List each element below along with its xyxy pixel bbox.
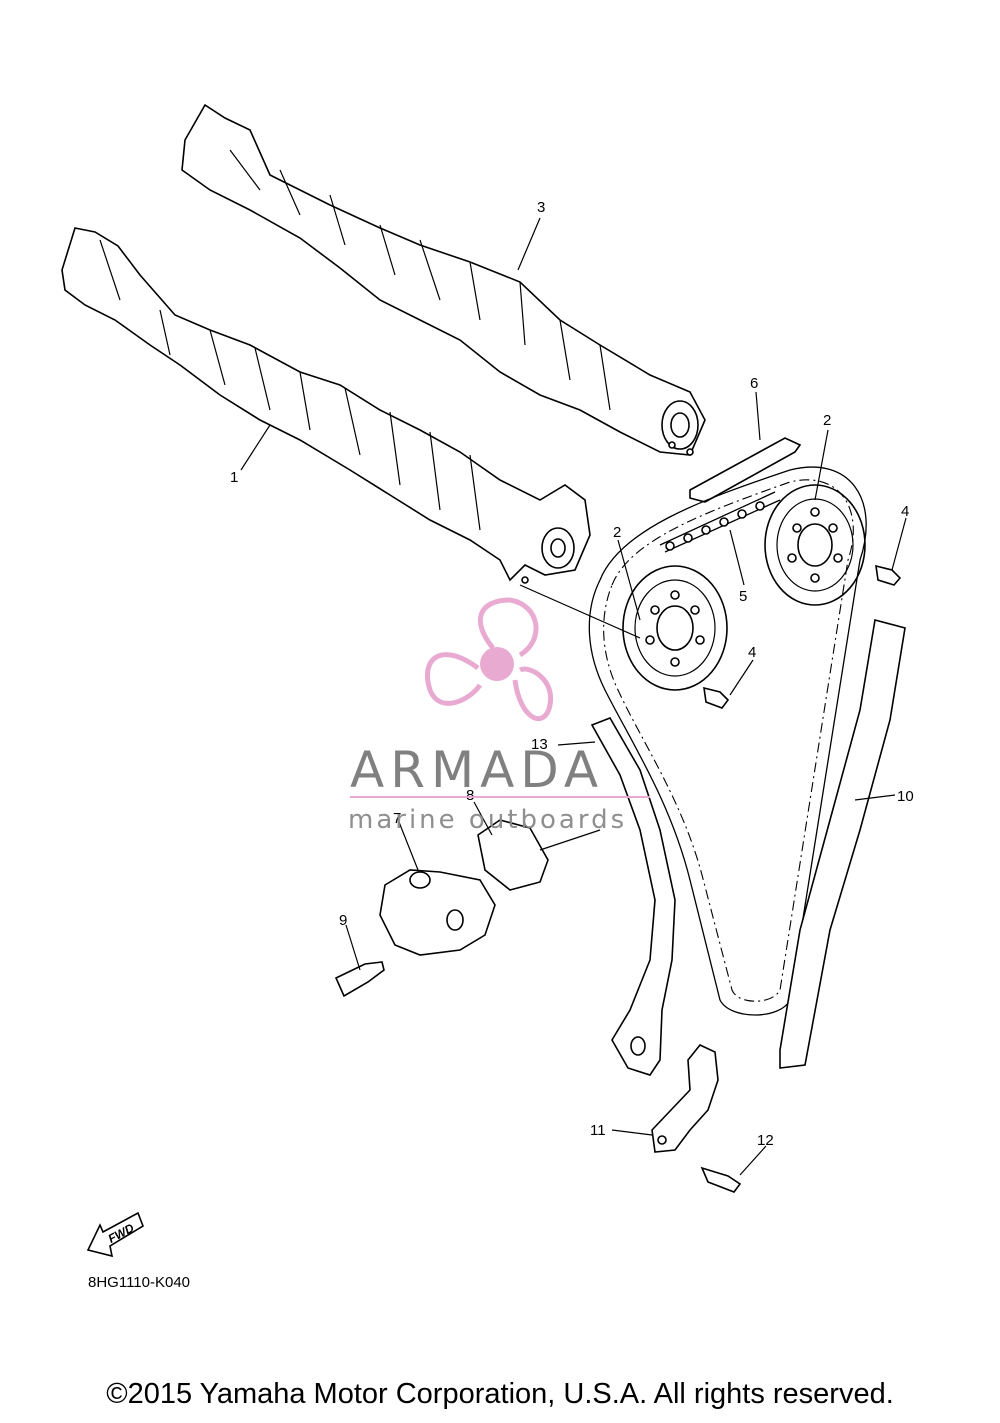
timing-chain-centerline (603, 479, 854, 1002)
timing-chain (588, 466, 867, 1016)
sprocket-2-upper (764, 484, 866, 606)
callout-11: 11 (590, 1122, 606, 1139)
callout-4: 4 (901, 503, 909, 520)
chain-guide-10 (779, 619, 906, 1069)
camshaft-1 (61, 227, 591, 584)
camshaft-3 (181, 103, 706, 456)
bolt-4-upper (875, 564, 902, 586)
callout-4: 4 (748, 644, 756, 661)
callout-12: 12 (757, 1132, 774, 1149)
callout-8: 8 (466, 787, 474, 804)
chain-segment-5 (659, 491, 781, 553)
bolt-9 (334, 961, 385, 998)
callout-6: 6 (750, 375, 758, 392)
fwd-arrow: FWD (86, 1211, 144, 1258)
tensioner-7 (379, 869, 496, 956)
callout-2: 2 (823, 412, 831, 429)
callout-2: 2 (613, 524, 621, 541)
leader-lines (240, 217, 907, 1176)
chain-guide-6 (689, 437, 802, 503)
tensioner-guide-pivot (630, 1036, 646, 1056)
callout-10: 10 (897, 788, 914, 805)
watermark-subtitle: marine outboards (348, 805, 627, 835)
callout-3: 3 (537, 199, 545, 216)
gasket-8 (477, 819, 549, 891)
callout-7: 7 (393, 810, 401, 827)
callout-5: 5 (739, 588, 747, 605)
bracket-11 (651, 1044, 719, 1153)
callout-labels: 1 2 2 3 4 4 5 6 7 8 9 10 11 12 13 (230, 199, 914, 1149)
callout-1: 1 (230, 469, 238, 486)
callout-9: 9 (339, 912, 347, 929)
watermark-title: ARMADA (350, 741, 604, 799)
tensioner-guide-13 (590, 717, 676, 1076)
propeller-hub (480, 647, 514, 681)
diagram-code: 8HG1110-K040 (88, 1274, 190, 1291)
sprocket-2-lower (622, 565, 728, 691)
callout-13: 13 (531, 736, 548, 753)
bolt-4-lower (703, 686, 730, 709)
armada-logo: ARMADA marine outboards (348, 597, 650, 835)
propeller-icon (424, 597, 554, 722)
copyright-notice: ©2015 Yamaha Motor Corporation, U.S.A. A… (106, 1378, 894, 1410)
bolt-12 (700, 1166, 742, 1193)
